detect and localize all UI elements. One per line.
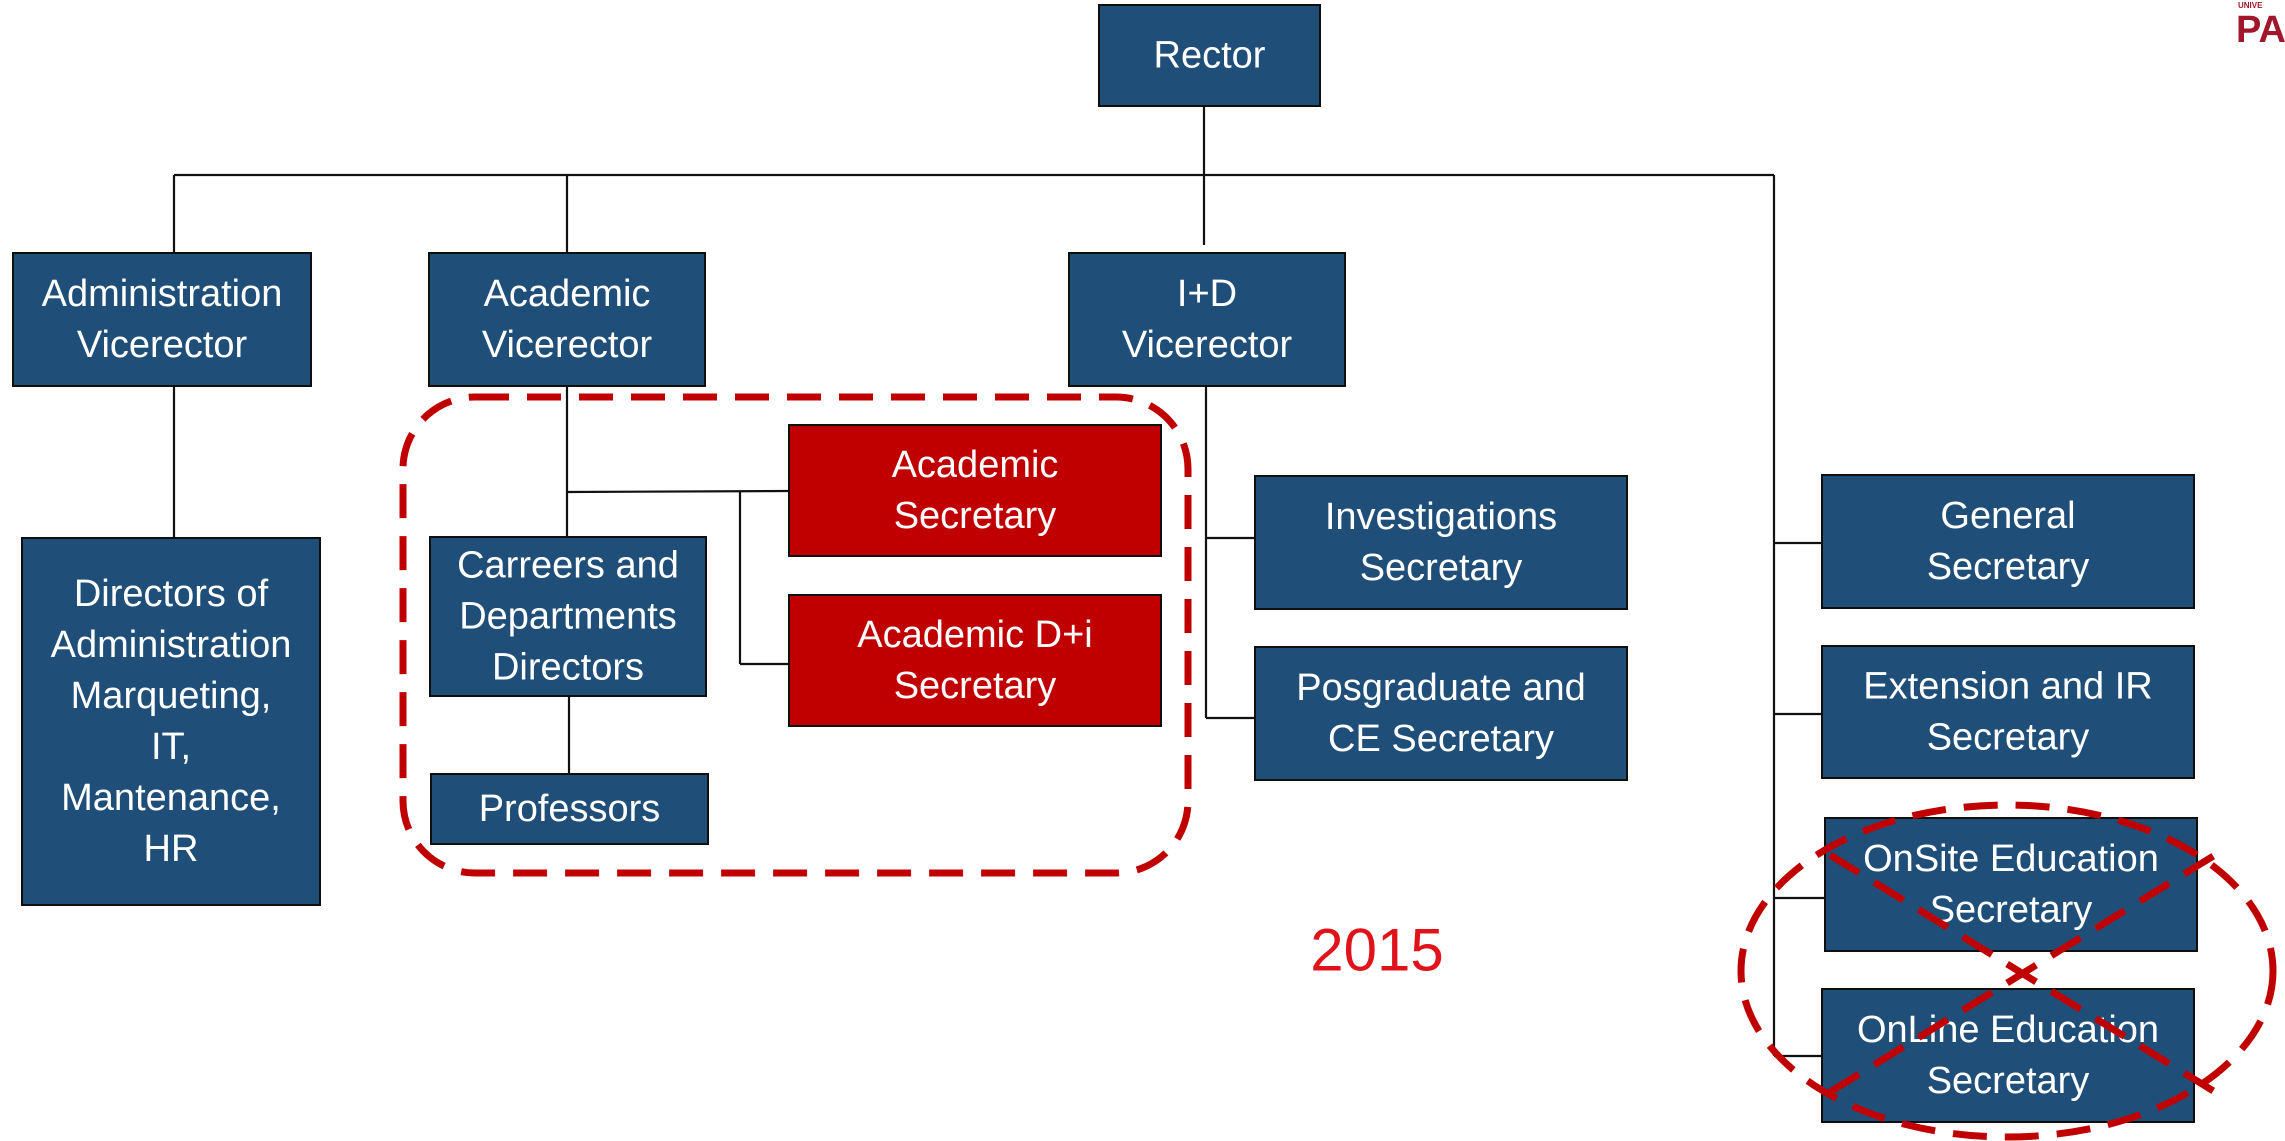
org-node-label-line: Posgraduate and	[1296, 667, 1585, 709]
org-node-label-line: Investigations	[1325, 496, 1557, 538]
org-node-label-line: Secretary	[894, 665, 1057, 707]
org-node-box	[429, 536, 707, 697]
org-node-label-line: IT,	[151, 726, 191, 768]
org-node-label-line: Marqueting,	[71, 675, 272, 717]
education-group-highlight	[1737, 801, 2277, 1141]
year-label: 2015	[1310, 917, 1443, 984]
org-node-box	[1821, 474, 2195, 609]
org-node-box	[1821, 645, 2195, 779]
connector-academic-branch	[566, 489, 790, 494]
org-node-label-line: Vicerector	[1122, 324, 1293, 366]
org-node-box	[1098, 4, 1321, 107]
university-logo: UNIVE PAS	[2236, 1, 2285, 51]
org-node-id-vicerector: I+D Vicerector	[1068, 252, 1346, 387]
org-node-box	[21, 537, 321, 906]
org-node-label-line: Vicerector	[77, 324, 248, 366]
org-node-box	[1254, 475, 1628, 610]
org-node-label-line: Secretary	[1360, 547, 1523, 589]
org-node-label-line: Academic	[892, 444, 1059, 486]
org-node-label-line: Carreers and	[457, 545, 679, 587]
org-node-box	[430, 773, 709, 845]
org-node-extension-secretary: Extension and IR Secretary	[1821, 645, 2195, 779]
logo-small-text: UNIVE	[2238, 1, 2263, 10]
org-node-box	[1254, 646, 1628, 781]
org-node-label-line: Secretary	[894, 495, 1057, 537]
org-node-label-line: Extension and IR	[1863, 666, 2152, 708]
org-node-label-line: CE Secretary	[1328, 718, 1554, 760]
org-node-label-line: Mantenance,	[61, 777, 281, 819]
org-node-box	[788, 594, 1162, 727]
connector-lines	[172, 106, 1825, 1058]
org-nodes: RectorAdministrationVicerectorAcademicVi…	[12, 4, 2198, 1123]
org-node-label-line: Secretary	[1927, 1060, 2090, 1102]
org-node-label-line: Departments	[459, 596, 677, 638]
academic-group-highlight	[399, 393, 1192, 877]
org-node-label-line: I+D	[1177, 273, 1237, 315]
org-node-label-line: General	[1940, 495, 2075, 537]
annotations	[399, 393, 2277, 1141]
org-node-label-line: Professors	[479, 788, 661, 830]
org-node-box	[12, 252, 312, 387]
org-node-label-line: Administration	[51, 624, 292, 666]
org-node-label-line: Academic	[484, 273, 651, 315]
org-node-label-line: Directors of	[74, 573, 269, 615]
org-node-box	[1824, 817, 2198, 952]
org-node-label-line: Secretary	[1927, 546, 2090, 588]
cross-out-line-2	[1828, 852, 2217, 1095]
org-node-box	[788, 424, 1162, 557]
org-node-label-line: Secretary	[1927, 717, 2090, 759]
org-node-rector: Rector	[1098, 4, 1321, 107]
org-node-label-line: Administration	[42, 273, 283, 315]
org-node-label-line: Vicerector	[482, 324, 653, 366]
org-node-box	[1068, 252, 1346, 387]
org-node-posgraduate-secretary: Posgraduate and CE Secretary	[1254, 646, 1628, 781]
logo-big-text: PAS	[2236, 9, 2285, 51]
org-node-box	[428, 252, 706, 387]
org-node-label-line: Academic D+i	[857, 614, 1092, 656]
org-node-label-line: OnSite Education	[1863, 838, 2159, 880]
org-node-label-line: Rector	[1154, 35, 1266, 77]
org-node-label-line: HR	[144, 828, 199, 870]
org-node-professors: Professors	[430, 773, 709, 845]
org-node-label-line: Directors	[492, 647, 644, 689]
org-node-label-line: Secretary	[1930, 889, 2093, 931]
